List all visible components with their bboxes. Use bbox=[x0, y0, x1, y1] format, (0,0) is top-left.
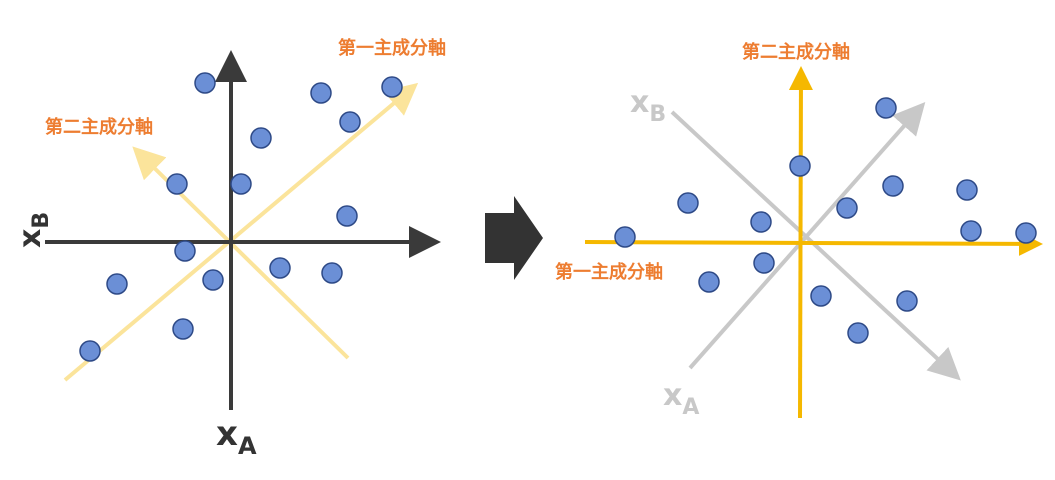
right-xb-label: xB bbox=[630, 85, 666, 127]
svg-text:xB: xB bbox=[13, 212, 54, 248]
left-xa-label: xA bbox=[216, 414, 257, 460]
xb-sub: B bbox=[649, 102, 666, 127]
right-xa-label: xA bbox=[663, 378, 699, 420]
data-point bbox=[79, 340, 101, 362]
right-panel: 第二主成分軸 第一主成分軸 xB xA bbox=[555, 41, 1043, 420]
data-point bbox=[896, 290, 918, 312]
right-pc1-label: 第一主成分軸 bbox=[555, 261, 663, 283]
left-xb-label: xB bbox=[13, 212, 54, 248]
left-points bbox=[79, 72, 403, 362]
data-point bbox=[269, 257, 291, 279]
xb-sub: B bbox=[29, 212, 54, 229]
data-point bbox=[753, 252, 775, 274]
data-point bbox=[698, 271, 720, 293]
xa-main: x bbox=[216, 414, 238, 454]
right-pc2-axis bbox=[788, 66, 813, 419]
data-point bbox=[166, 173, 188, 195]
data-point bbox=[677, 192, 699, 214]
data-point bbox=[339, 111, 361, 133]
data-point bbox=[750, 211, 772, 233]
data-point bbox=[836, 197, 858, 219]
transform-arrow-icon bbox=[485, 196, 543, 280]
data-point bbox=[202, 269, 224, 291]
right-pc1-axis bbox=[584, 231, 1043, 256]
left-pc2-label: 第二主成分軸 bbox=[45, 116, 153, 138]
data-point bbox=[250, 127, 272, 149]
left-pc1-axis bbox=[63, 82, 419, 382]
data-point bbox=[875, 97, 897, 119]
data-point bbox=[882, 175, 904, 197]
xa-sub: A bbox=[682, 395, 699, 420]
left-panel: 第一主成分軸 第二主成分軸 xB xA bbox=[13, 37, 446, 460]
data-point bbox=[960, 220, 982, 242]
data-point bbox=[172, 318, 194, 340]
data-point bbox=[381, 76, 403, 98]
right-pc2-label: 第二主成分軸 bbox=[742, 41, 850, 63]
left-pc1-label: 第一主成分軸 bbox=[338, 37, 446, 59]
data-point bbox=[810, 285, 832, 307]
xa-sub: A bbox=[238, 432, 257, 460]
data-point bbox=[321, 262, 343, 284]
xb-main: x bbox=[630, 85, 649, 120]
data-point bbox=[106, 273, 128, 295]
data-point bbox=[614, 226, 636, 248]
data-point bbox=[789, 155, 811, 177]
data-point bbox=[194, 72, 216, 94]
right-points bbox=[614, 97, 1037, 344]
data-point bbox=[1015, 222, 1037, 244]
xa-main: x bbox=[663, 378, 682, 413]
data-point bbox=[336, 205, 358, 227]
data-point bbox=[956, 179, 978, 201]
data-point bbox=[174, 240, 196, 262]
data-point bbox=[310, 82, 332, 104]
data-point bbox=[847, 322, 869, 344]
xb-main: x bbox=[13, 229, 48, 248]
data-point bbox=[230, 173, 252, 195]
